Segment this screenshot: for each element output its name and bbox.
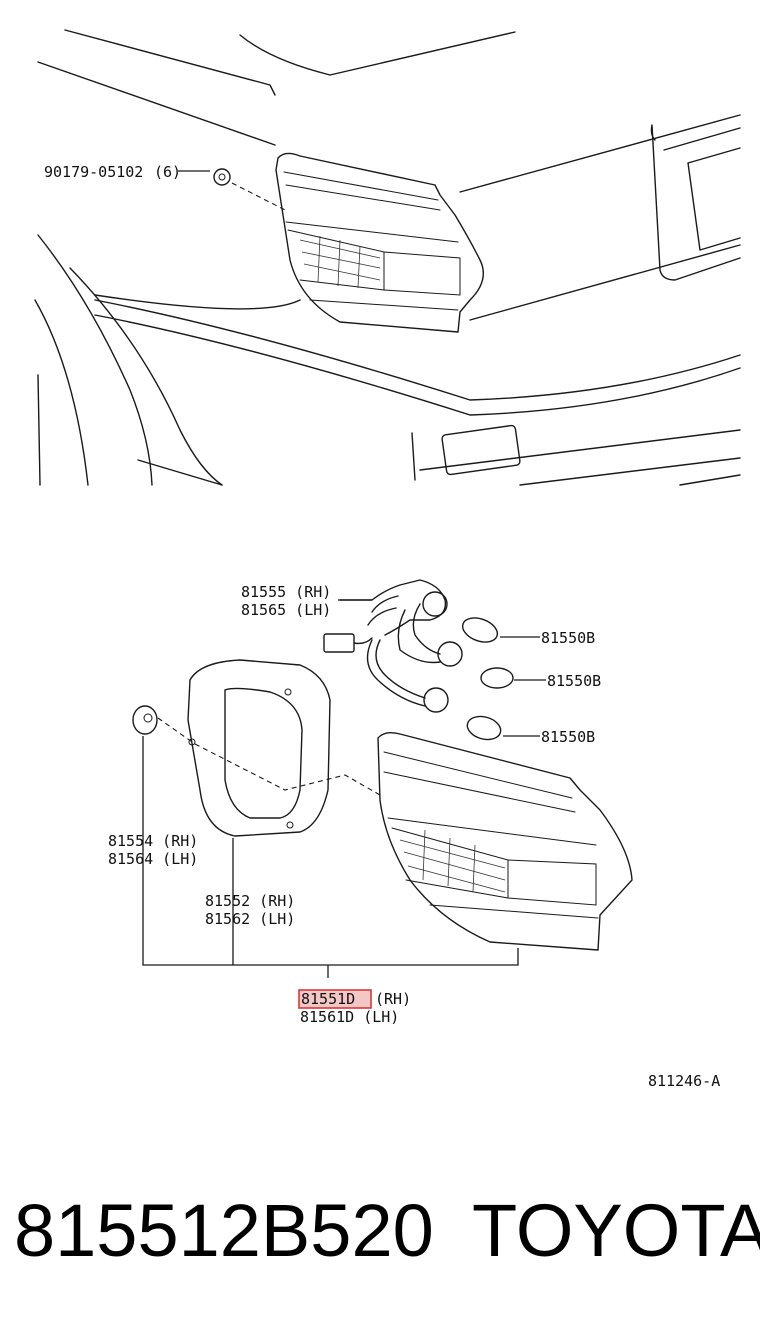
lamp-assy-lh: 81561D (LH) [300, 1008, 399, 1026]
gasket-rh: 81552 (RH) [205, 892, 295, 910]
bulb-callout-1: 81550B [541, 629, 595, 647]
cover-lh: 81564 (LH) [108, 850, 198, 868]
clip-callout: 90179-05102 (6) [44, 163, 181, 181]
car-rear-illustration [34, 29, 741, 486]
lamp-assy-rh-side: (RH) [375, 990, 411, 1008]
wiring-socket-callout: 81555 (RH) 81565 (LH) [241, 583, 331, 619]
footer-brand: TOYOTA [472, 1189, 760, 1272]
clip-part-number: 90179-05102 [44, 163, 143, 181]
lamp-assy-cells [399, 829, 506, 893]
bulb-callout-3: 81550B [541, 728, 595, 746]
cover-rh: 81554 (RH) [108, 832, 198, 850]
highlight-box [298, 989, 372, 1009]
figure-code: 811246-A [648, 1072, 720, 1090]
lamp-assy-callout: 81551D (RH) 81561D (LH) [298, 989, 411, 1026]
top-lamp-cells [299, 235, 381, 289]
bulb-callout-2: 81550B [547, 672, 601, 690]
cover-callout: 81554 (RH) 81564 (LH) [108, 832, 198, 868]
footer-part-number: 815512B520 [14, 1189, 434, 1272]
wiring-socket-rh: 81555 (RH) [241, 583, 331, 601]
lamp-assy-rh-part[interactable]: 81551D [301, 990, 355, 1008]
wiring-socket-lh: 81565 (LH) [241, 601, 331, 619]
exploded-lamp-illustration [132, 579, 633, 978]
bulb-callouts: 81550B 81550B 81550B [541, 629, 601, 746]
gasket-lh: 81562 (LH) [205, 910, 295, 928]
gasket-callout: 81552 (RH) 81562 (LH) [205, 892, 295, 928]
clip-quantity: (6) [154, 163, 181, 181]
